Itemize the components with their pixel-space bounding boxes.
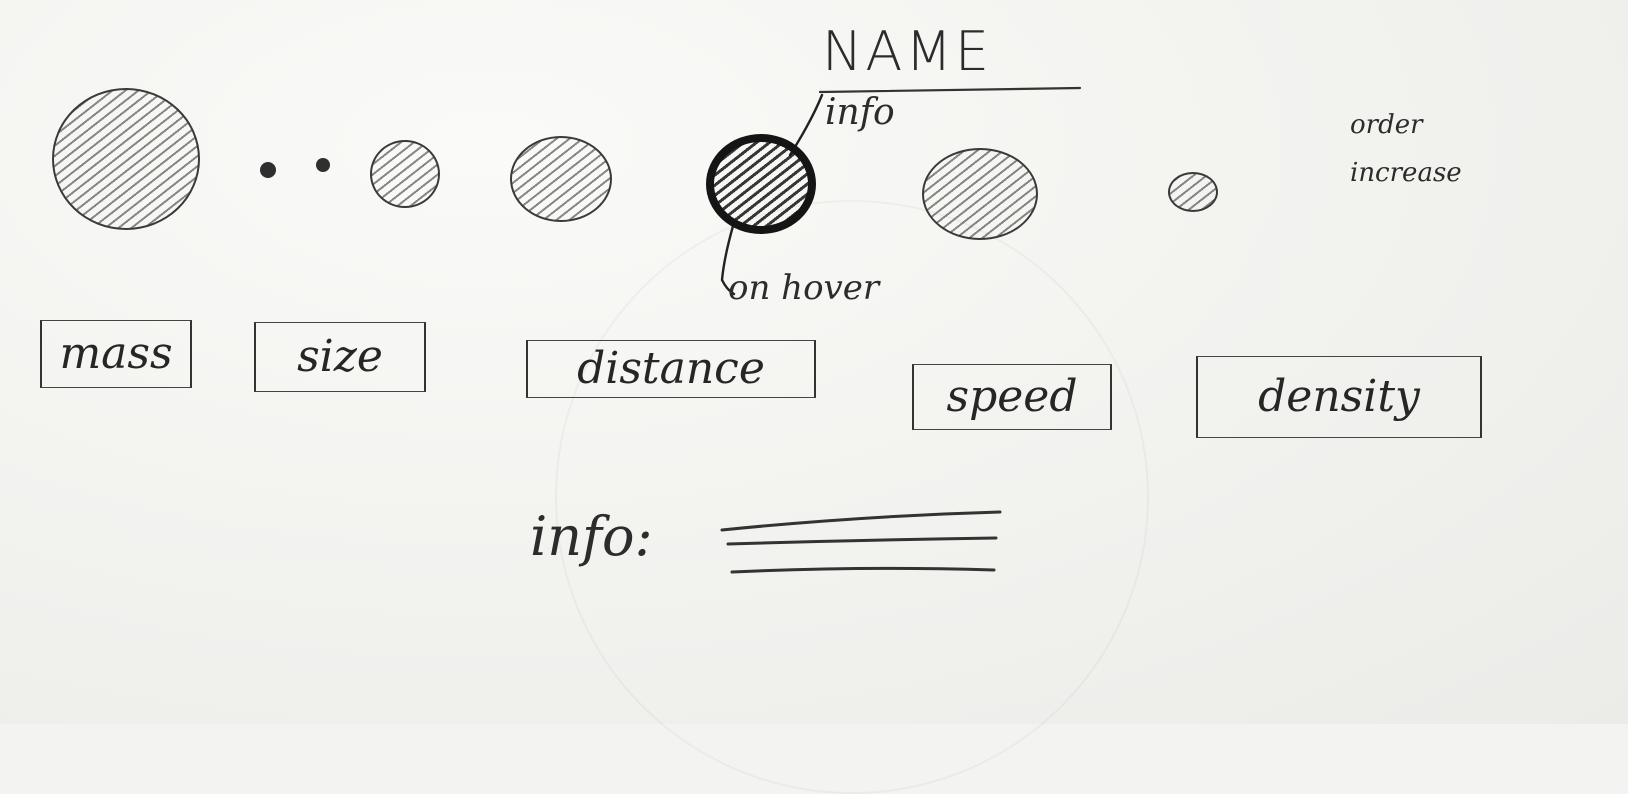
density-button[interactable]: density [1196, 356, 1482, 438]
planet-1[interactable] [52, 88, 200, 230]
mass-button-label: mass [59, 328, 173, 379]
planet-4[interactable] [370, 140, 440, 208]
increase-label: increase [1350, 158, 1462, 188]
mass-button[interactable]: mass [40, 320, 192, 388]
planet-info-label: info [825, 92, 895, 133]
planet-7[interactable] [922, 148, 1038, 240]
hover-annotation: on hover [728, 268, 880, 308]
planet-8[interactable] [1168, 172, 1218, 212]
distance-button[interactable]: distance [526, 340, 816, 398]
size-button[interactable]: size [254, 322, 426, 392]
planet-2[interactable] [260, 162, 276, 178]
info-panel-label: info: [530, 505, 653, 568]
planet-name-label: NAME [822, 20, 993, 83]
distance-button-label: distance [577, 343, 765, 394]
planet-3[interactable] [316, 158, 330, 172]
speed-button-label: speed [946, 371, 1078, 422]
planet-5[interactable] [510, 136, 612, 222]
order-label: order [1350, 110, 1423, 140]
size-button-label: size [297, 331, 383, 382]
speed-button[interactable]: speed [912, 364, 1112, 430]
density-button-label: density [1258, 371, 1420, 422]
planet-6[interactable] [706, 134, 816, 234]
